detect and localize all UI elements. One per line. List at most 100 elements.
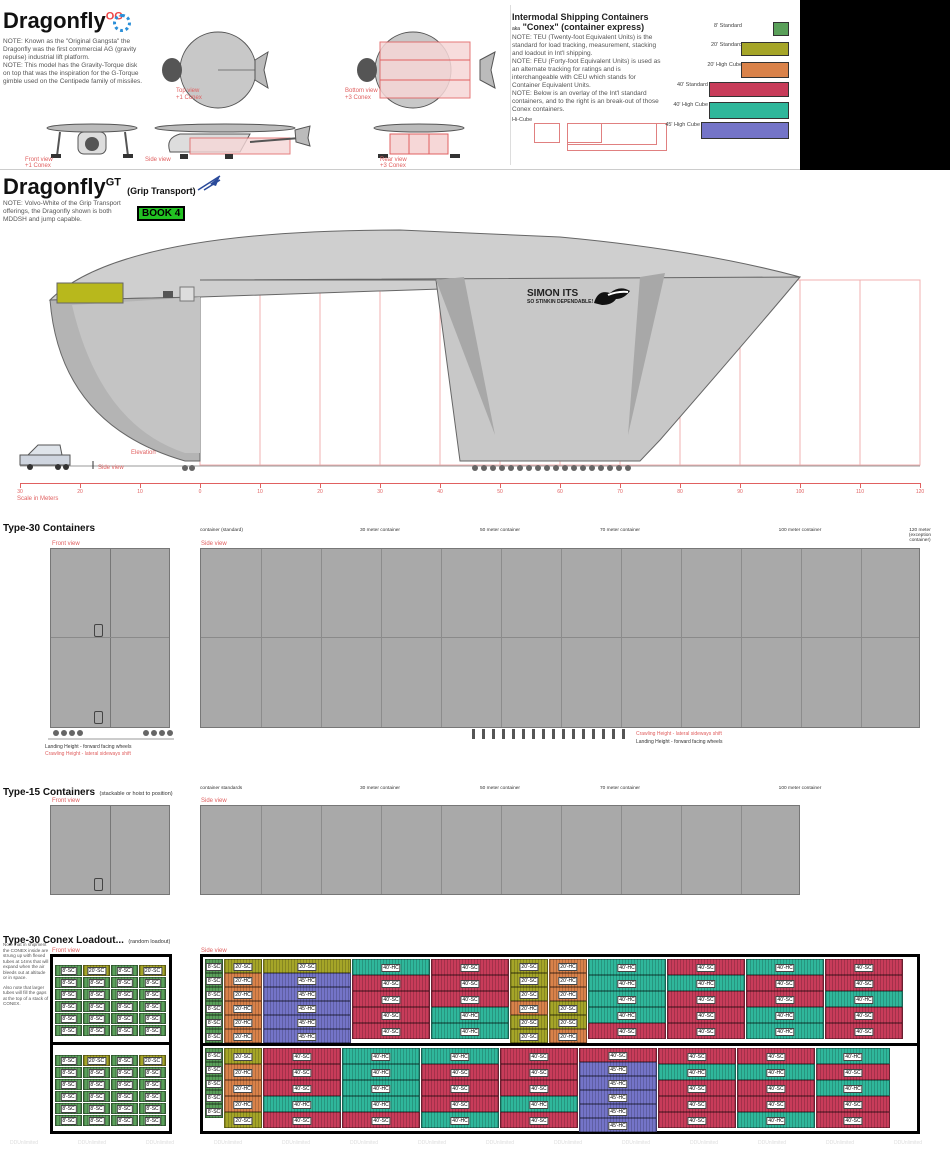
type30-front-label: Front view [52,541,80,547]
conex-tag: 40'-SC [854,964,874,972]
conex-box: 20'-HC [549,987,587,1001]
conex-tag: 40'-SC [371,1117,391,1125]
conex-box: 45'-HC [263,1001,351,1015]
truck-scale-reference [19,444,71,470]
conex-tag: 8'-SC [116,1027,133,1035]
loadout-side-label: Side view [201,948,227,954]
conex-tag: 8'-SC [206,1108,222,1116]
conex-box: 8'-SC [55,1067,82,1078]
conex-box: 8'-SC [111,1001,138,1012]
container-division [441,549,442,727]
conex-tag: 8'-SC [144,1081,161,1089]
conex-tag: 40'-SC [696,996,716,1004]
scale-tick [680,483,681,488]
scale-tick-label: 30 [17,489,23,495]
elevation-label: Elevation [131,450,156,456]
scale-tick [860,483,861,488]
conex-tag: 40'-SC [529,1117,549,1125]
conex-tag: 8'-SC [88,1027,105,1035]
livery-logo: SIMON ITS SO STINKIN DEPENDABLE! [527,288,594,305]
conex-tag: 8'-SC [206,1094,222,1102]
watermark-text: DDUnlimited [894,1140,923,1146]
conex-box: 40'-SC [825,1007,903,1023]
conex-box: 8'-SC [83,1115,110,1126]
conex-tag: 8'-SC [60,1105,77,1113]
watermark-text: DDUnlimited [690,1140,719,1146]
conex-box: 40'-HC [588,959,666,975]
conex-tag: 8'-SC [88,979,105,987]
conex-tag: 20'-SC [558,1019,578,1027]
conex-tag: 40'-SC [687,1085,707,1093]
conex-tag: 40'-HC [843,1053,863,1061]
conex-box: 8'-SC [205,973,223,987]
scale-tick [200,483,201,488]
conex-box: 8'-SC [139,1067,166,1078]
container-division [861,549,862,727]
conex-box: 40'-HC [746,1007,824,1023]
scale-tick [380,483,381,488]
conex-box: 40'-SC [816,1096,890,1112]
conex-tag: 45'-HC [297,1005,317,1013]
conex-box: 20'-HC [224,1080,262,1096]
conex-tag: 8'-SC [116,1057,133,1065]
bottom-strip: DDUnlimited DDUnlimited DDUnlimited DDUnlim… [0,1140,950,1150]
conex-box: 45'-HC [579,1062,657,1076]
conex-tag: 8'-SC [206,1066,222,1074]
conex-box: 40'-SC [500,1080,578,1096]
conex-box: 40'-SC [737,1096,815,1112]
conex-tag: 40'-HC [617,964,637,972]
conex-tag: 45'-HC [608,1094,628,1102]
scale-tick-label: 60 [557,489,563,495]
conex-tag: 8'-SC [88,1015,105,1023]
conex-box: 8'-SC [139,1103,166,1114]
conex-tag: 40'-SC [687,1053,707,1061]
conex-box: 8'-SC [205,959,223,973]
conex-box: 20'-SC [549,1015,587,1029]
type30-side-label: Side view [201,541,227,547]
gt-title: DragonflyGT (Grip Transport) [3,174,196,199]
conex-box: 20'-HC [224,987,262,1001]
conex-box: 8'-SC [83,1001,110,1012]
conex-tag: 40'-HC [460,1012,480,1020]
conex-box: 8'-SC [205,1104,223,1118]
conex-tag: 8'-SC [206,1033,222,1041]
conex-tag: 20'-SC [233,1117,253,1125]
conex-box: 8'-SC [205,1076,223,1090]
conex-tag: 40'-SC [381,1012,401,1020]
watermark-text: DDUnlimited [78,1140,107,1146]
conex-tag: 40'-SC [617,1028,637,1036]
conex-box: 40'-SC [825,1023,903,1039]
conex-box: 40'-HC [737,1112,815,1128]
type15-front-label: Front view [52,798,80,804]
conex-box: 40'-HC [588,991,666,1007]
conex-box: 8'-SC [111,1013,138,1024]
scale-tick [740,483,741,488]
type15-side-panel [200,805,800,895]
conex-box: 40'-SC [658,1096,736,1112]
container-division [561,549,562,727]
conex-tag: 40'-HC [766,1117,786,1125]
conex-tag: 8'-SC [144,1015,161,1023]
watermark-text: DDUnlimited [146,1140,175,1146]
conex-box: 8'-SC [139,1001,166,1012]
conex-box: 40'-HC [431,1007,509,1023]
container-division [621,806,622,894]
conex-tag: 8'-SC [144,1069,161,1077]
scale-tick-label: 110 [856,489,864,495]
conex-tag: 40'-HC [617,1012,637,1020]
conex-box: 20'-SC [139,1055,166,1066]
loadout-front-label: Front view [52,948,80,954]
conex-box: 20'-SC [224,1048,262,1064]
conex-box: 40'-SC [352,1007,430,1023]
conex-box: 20'-HC [224,1015,262,1029]
conex-tag: 20'-SC [519,977,539,985]
conex-tag: 8'-SC [206,963,222,971]
conex-box: 8'-SC [111,1091,138,1102]
conex-box: 40'-HC [352,959,430,975]
conex-tag: 40'-SC [292,1053,312,1061]
conex-tag: 40'-SC [460,996,480,1004]
conex-box: 40'-SC [431,959,509,975]
top-view-label: Top view+1 Conex [176,88,202,101]
conex-box: 8'-SC [205,1029,223,1043]
